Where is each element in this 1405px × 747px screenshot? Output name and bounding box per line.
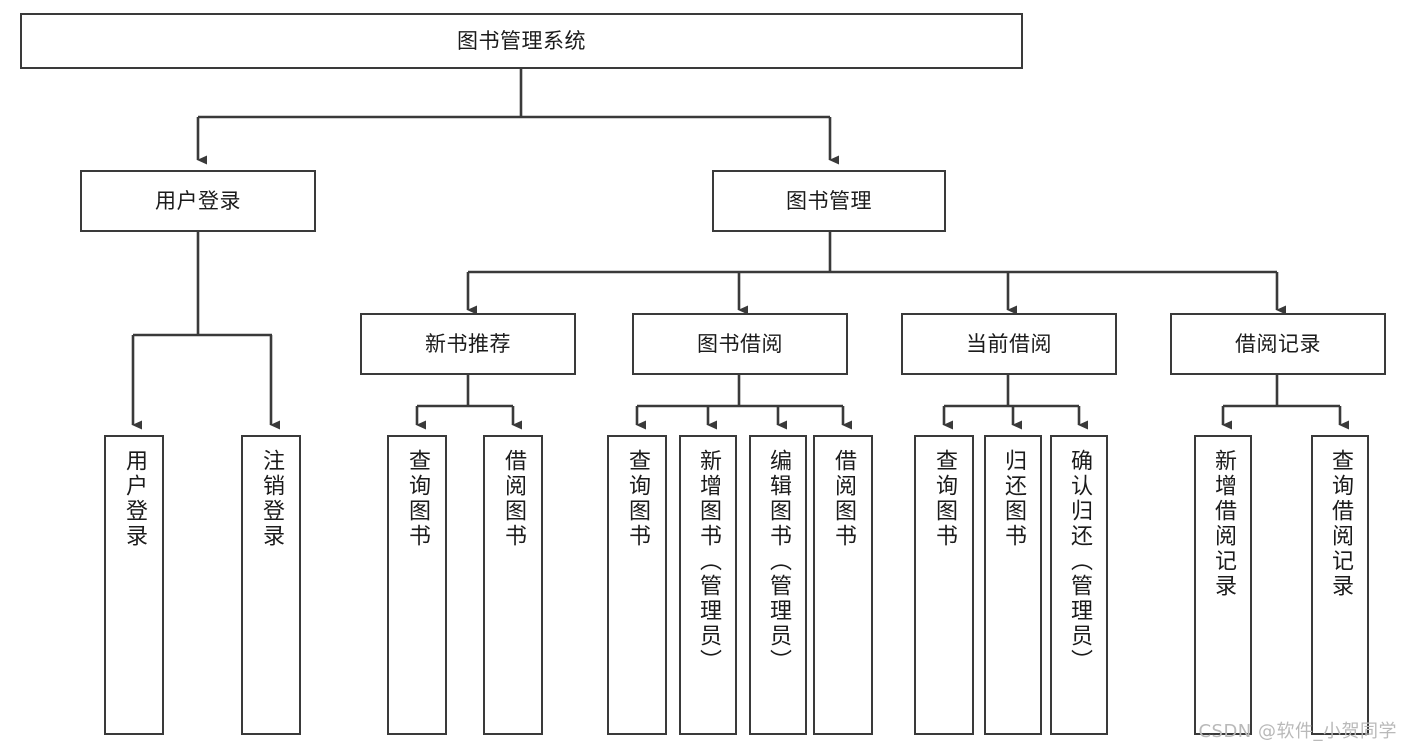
leaf-confirm-return-admin[interactable]: 确认归还（管理员）: [1050, 435, 1108, 735]
leaf-borrow-book-borrow[interactable]: 借阅图书: [813, 435, 873, 735]
leaf-add-borrow-record[interactable]: 新增借阅记录: [1194, 435, 1252, 735]
leaf-logout-label: 注销登录: [259, 449, 284, 549]
leaf-query-borrow-record[interactable]: 查询借阅记录: [1311, 435, 1369, 735]
csdn-watermark: CSDN @软件_小贺同学: [1198, 721, 1397, 742]
leaf-query-book-current-label: 查询图书: [932, 449, 957, 549]
leaf-add-borrow-record-label: 新增借阅记录: [1211, 449, 1236, 599]
leaf-edit-book-admin-label: 编辑图书（管理员）: [766, 449, 791, 674]
leaf-query-borrow-record-label: 查询借阅记录: [1328, 449, 1353, 599]
leaf-edit-book-admin[interactable]: 编辑图书（管理员）: [749, 435, 807, 735]
node-book-management-label: 图书管理: [786, 188, 872, 213]
node-new-book-recommend[interactable]: 新书推荐: [360, 313, 576, 375]
leaf-return-book-label: 归还图书: [1001, 449, 1026, 549]
leaf-logout[interactable]: 注销登录: [241, 435, 301, 735]
leaf-query-book-newbook[interactable]: 查询图书: [387, 435, 447, 735]
node-book-borrow-label: 图书借阅: [697, 331, 783, 356]
node-borrow-records[interactable]: 借阅记录: [1170, 313, 1386, 375]
leaf-query-book-borrow-label: 查询图书: [625, 449, 650, 549]
node-root-system-label: 图书管理系统: [457, 28, 586, 53]
node-current-borrow-label: 当前借阅: [966, 331, 1052, 356]
leaf-add-book-admin[interactable]: 新增图书（管理员）: [679, 435, 737, 735]
node-user-login[interactable]: 用户登录: [80, 170, 316, 232]
leaf-add-book-admin-label: 新增图书（管理员）: [696, 449, 721, 674]
leaf-query-book-current[interactable]: 查询图书: [914, 435, 974, 735]
leaf-query-book-borrow[interactable]: 查询图书: [607, 435, 667, 735]
node-book-borrow[interactable]: 图书借阅: [632, 313, 848, 375]
leaf-borrow-book-borrow-label: 借阅图书: [831, 449, 856, 549]
node-root-system[interactable]: 图书管理系统: [20, 13, 1023, 69]
leaf-borrow-book-newbook[interactable]: 借阅图书: [483, 435, 543, 735]
leaf-borrow-book-newbook-label: 借阅图书: [501, 449, 526, 549]
node-current-borrow[interactable]: 当前借阅: [901, 313, 1117, 375]
leaf-confirm-return-admin-label: 确认归还（管理员）: [1067, 449, 1092, 674]
leaf-query-book-newbook-label: 查询图书: [405, 449, 430, 549]
node-book-management[interactable]: 图书管理: [712, 170, 946, 232]
leaf-user-login-label: 用户登录: [122, 449, 147, 549]
node-new-book-recommend-label: 新书推荐: [425, 331, 511, 356]
leaf-user-login[interactable]: 用户登录: [104, 435, 164, 735]
leaf-return-book[interactable]: 归还图书: [984, 435, 1042, 735]
node-borrow-records-label: 借阅记录: [1235, 331, 1321, 356]
node-user-login-label: 用户登录: [155, 188, 241, 213]
